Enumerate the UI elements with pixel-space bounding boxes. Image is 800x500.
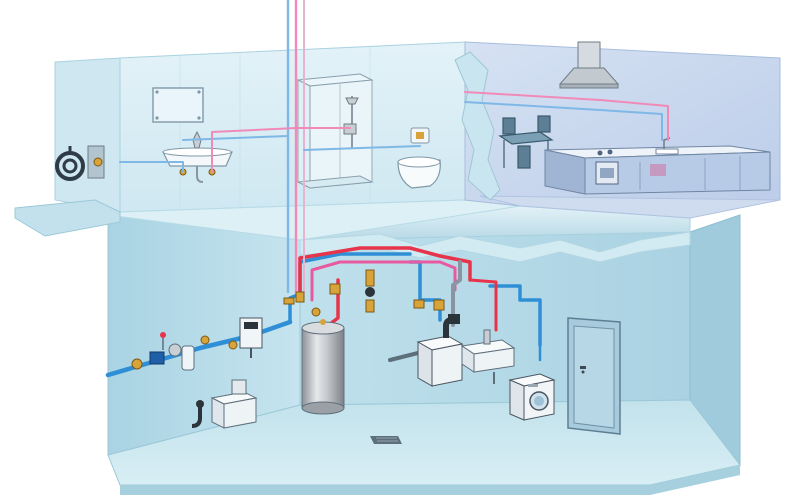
garden-hose-reel (55, 145, 105, 181)
sump-pump (191, 379, 258, 429)
cold-branch-utility (488, 284, 542, 347)
dining-set (498, 115, 554, 169)
washing-machine (508, 373, 556, 421)
boiler (416, 314, 464, 387)
bathroom (14, 41, 521, 241)
bathroom-left-wall (54, 57, 121, 213)
exterior-ledge (14, 199, 121, 237)
cellar-door (567, 317, 621, 435)
hot-riser (298, 246, 472, 300)
kitchen (454, 41, 781, 219)
kitchen-cold-line (464, 101, 663, 141)
bath-hot-line (211, 127, 297, 173)
kitchen-counter (544, 137, 771, 195)
floor-drain (370, 436, 402, 444)
foundation-slab (120, 465, 740, 495)
cellar-equipment (131, 269, 621, 435)
flue-pipe (451, 260, 462, 327)
bath-cold-line (119, 135, 289, 173)
kitchen-hot-line (464, 91, 669, 141)
hot-to-utility (468, 278, 498, 332)
toilet (397, 127, 441, 189)
water-meter (131, 332, 210, 371)
kitchen-floor (479, 195, 781, 219)
control-unit (228, 317, 263, 358)
shower-cabin (296, 73, 374, 189)
circulation-line (310, 260, 457, 302)
hot-water-cylinder (301, 307, 345, 415)
bathroom-mirror (152, 87, 204, 123)
cooker-hood (558, 41, 620, 89)
valve-cluster (283, 269, 445, 313)
toilet-supply (303, 145, 421, 151)
utility-sink (460, 329, 516, 384)
